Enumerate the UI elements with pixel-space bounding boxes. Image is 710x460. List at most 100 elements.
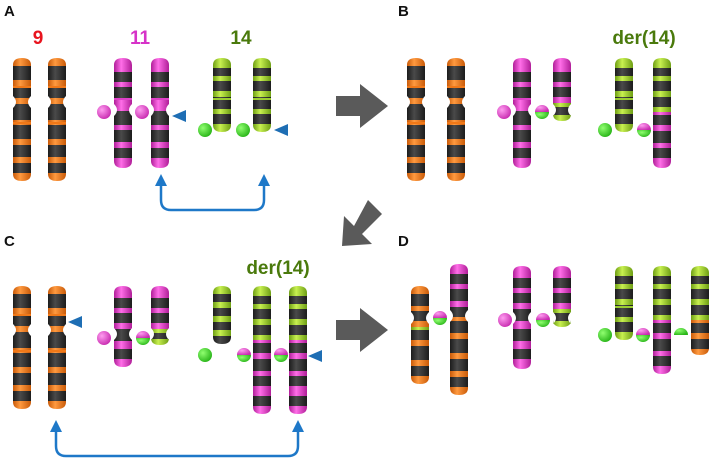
chromosome-segment <box>450 274 468 285</box>
chromosome-segment <box>253 376 271 387</box>
centromere-fused <box>274 348 288 362</box>
chromosome-segment <box>615 266 633 277</box>
chromosome-segment <box>253 359 271 372</box>
chromosome-segment <box>513 125 531 131</box>
chromosome-segment <box>615 299 633 306</box>
chromosome-segment <box>213 302 231 309</box>
chromosome-segment <box>151 130 169 143</box>
chromosome-segment <box>691 276 709 285</box>
chromosome-band <box>213 98 231 100</box>
chromosome-segment <box>513 321 531 330</box>
chromosome-segment <box>13 391 31 402</box>
chromosome-segment <box>13 367 31 374</box>
chromosome-segment <box>13 401 31 409</box>
chromosome-segment <box>553 303 571 310</box>
chromosome-segment <box>13 314 31 327</box>
chromosome-band <box>13 350 31 352</box>
chromosome-segment <box>48 286 66 295</box>
centromere-fused <box>433 311 447 325</box>
chromosome-segment <box>691 333 709 340</box>
chromosome-segment <box>513 58 531 73</box>
chromosome-segment <box>151 72 169 83</box>
chromosome-segment <box>513 99 531 112</box>
chromosome-11 <box>114 286 132 367</box>
chromosome-segment <box>114 341 132 350</box>
chromosome-segment <box>13 326 31 333</box>
chromosome-14 <box>615 58 633 132</box>
chromosome-segment <box>691 339 709 350</box>
chromosome-segment <box>407 125 425 140</box>
chromosome-segment <box>213 286 231 295</box>
chromosome-band <box>48 314 66 316</box>
chromosome-segment <box>151 333 169 340</box>
chromosome-band <box>151 98 169 100</box>
chromosome-segment <box>553 97 571 104</box>
chromosome-segment <box>48 157 66 164</box>
chromosome-segment <box>289 343 307 354</box>
chromosome-segment <box>447 145 465 158</box>
chromosome-segment <box>553 115 571 121</box>
chromosome-9 <box>13 286 31 409</box>
chromosome-segment <box>213 76 231 82</box>
chromosome-segment <box>407 157 425 164</box>
chromosome-segment <box>289 406 307 414</box>
chromosome-segment <box>114 99 132 112</box>
breakpoint-pointer-icon <box>68 316 82 328</box>
chromosome-segment <box>289 304 307 310</box>
chromosome-segment <box>48 314 66 327</box>
chromosome-segment <box>13 80 31 87</box>
chromosome-segment <box>553 288 571 294</box>
chromosome-segment <box>411 376 429 384</box>
chromosome-segment <box>253 109 271 115</box>
der11-chromosome <box>553 266 571 327</box>
chromosome-segment <box>289 386 307 397</box>
chromosome-segment <box>407 58 425 67</box>
chromosome-segment <box>615 322 633 333</box>
chromosome-segment <box>48 86 66 99</box>
panel-letter-b: B <box>398 3 409 20</box>
chromosome-segment <box>450 307 468 318</box>
chromosome-band <box>407 86 425 88</box>
chromosome-segment <box>253 81 271 92</box>
chromosome-segment <box>114 158 132 168</box>
chromosome-segment <box>151 148 169 159</box>
chromosome-band <box>48 86 66 88</box>
chromosome-segment <box>13 286 31 295</box>
step-arrow-a-to-b <box>336 84 388 128</box>
chromosome-segment <box>253 91 271 98</box>
chromosome-segment <box>653 68 671 77</box>
chromosome-segment <box>151 158 169 168</box>
chromosome-band <box>48 350 66 352</box>
chromosome-segment <box>48 66 66 81</box>
chromosomes-layer <box>13 58 709 414</box>
chromosome-segment <box>653 125 671 132</box>
chromosome-segment <box>447 104 465 121</box>
chromosome-segment <box>447 66 465 81</box>
chromosome-segment <box>253 76 271 82</box>
chromosome-segment <box>151 111 169 126</box>
centromere-fused <box>535 105 549 119</box>
chromosome-segment <box>213 308 231 317</box>
chromosome-segment <box>13 385 31 392</box>
chromosome-segment <box>653 107 671 113</box>
chromosome-segment <box>653 266 671 277</box>
chromosome-segment <box>151 323 169 330</box>
chromosome-segment <box>151 339 169 345</box>
chromosome-segment <box>151 313 169 324</box>
centromere-11-pink <box>497 105 511 119</box>
chromosome-segment <box>13 104 31 121</box>
chromosome-segment <box>13 173 31 181</box>
chromosome-segment <box>513 72 531 83</box>
chromosome-segment <box>653 339 671 352</box>
breakpoint-pointer-icon <box>274 124 288 136</box>
chromosome-segment <box>48 385 66 392</box>
chromosome-segment <box>411 366 429 377</box>
chromosome-segment <box>213 91 231 98</box>
chromosome-segment <box>513 288 531 294</box>
chromosome-segment <box>48 173 66 181</box>
chromosome-segment <box>513 329 531 342</box>
chromosome-segment <box>653 76 671 82</box>
centromere-11-pink <box>97 105 111 119</box>
chromosome-segment <box>615 284 633 290</box>
